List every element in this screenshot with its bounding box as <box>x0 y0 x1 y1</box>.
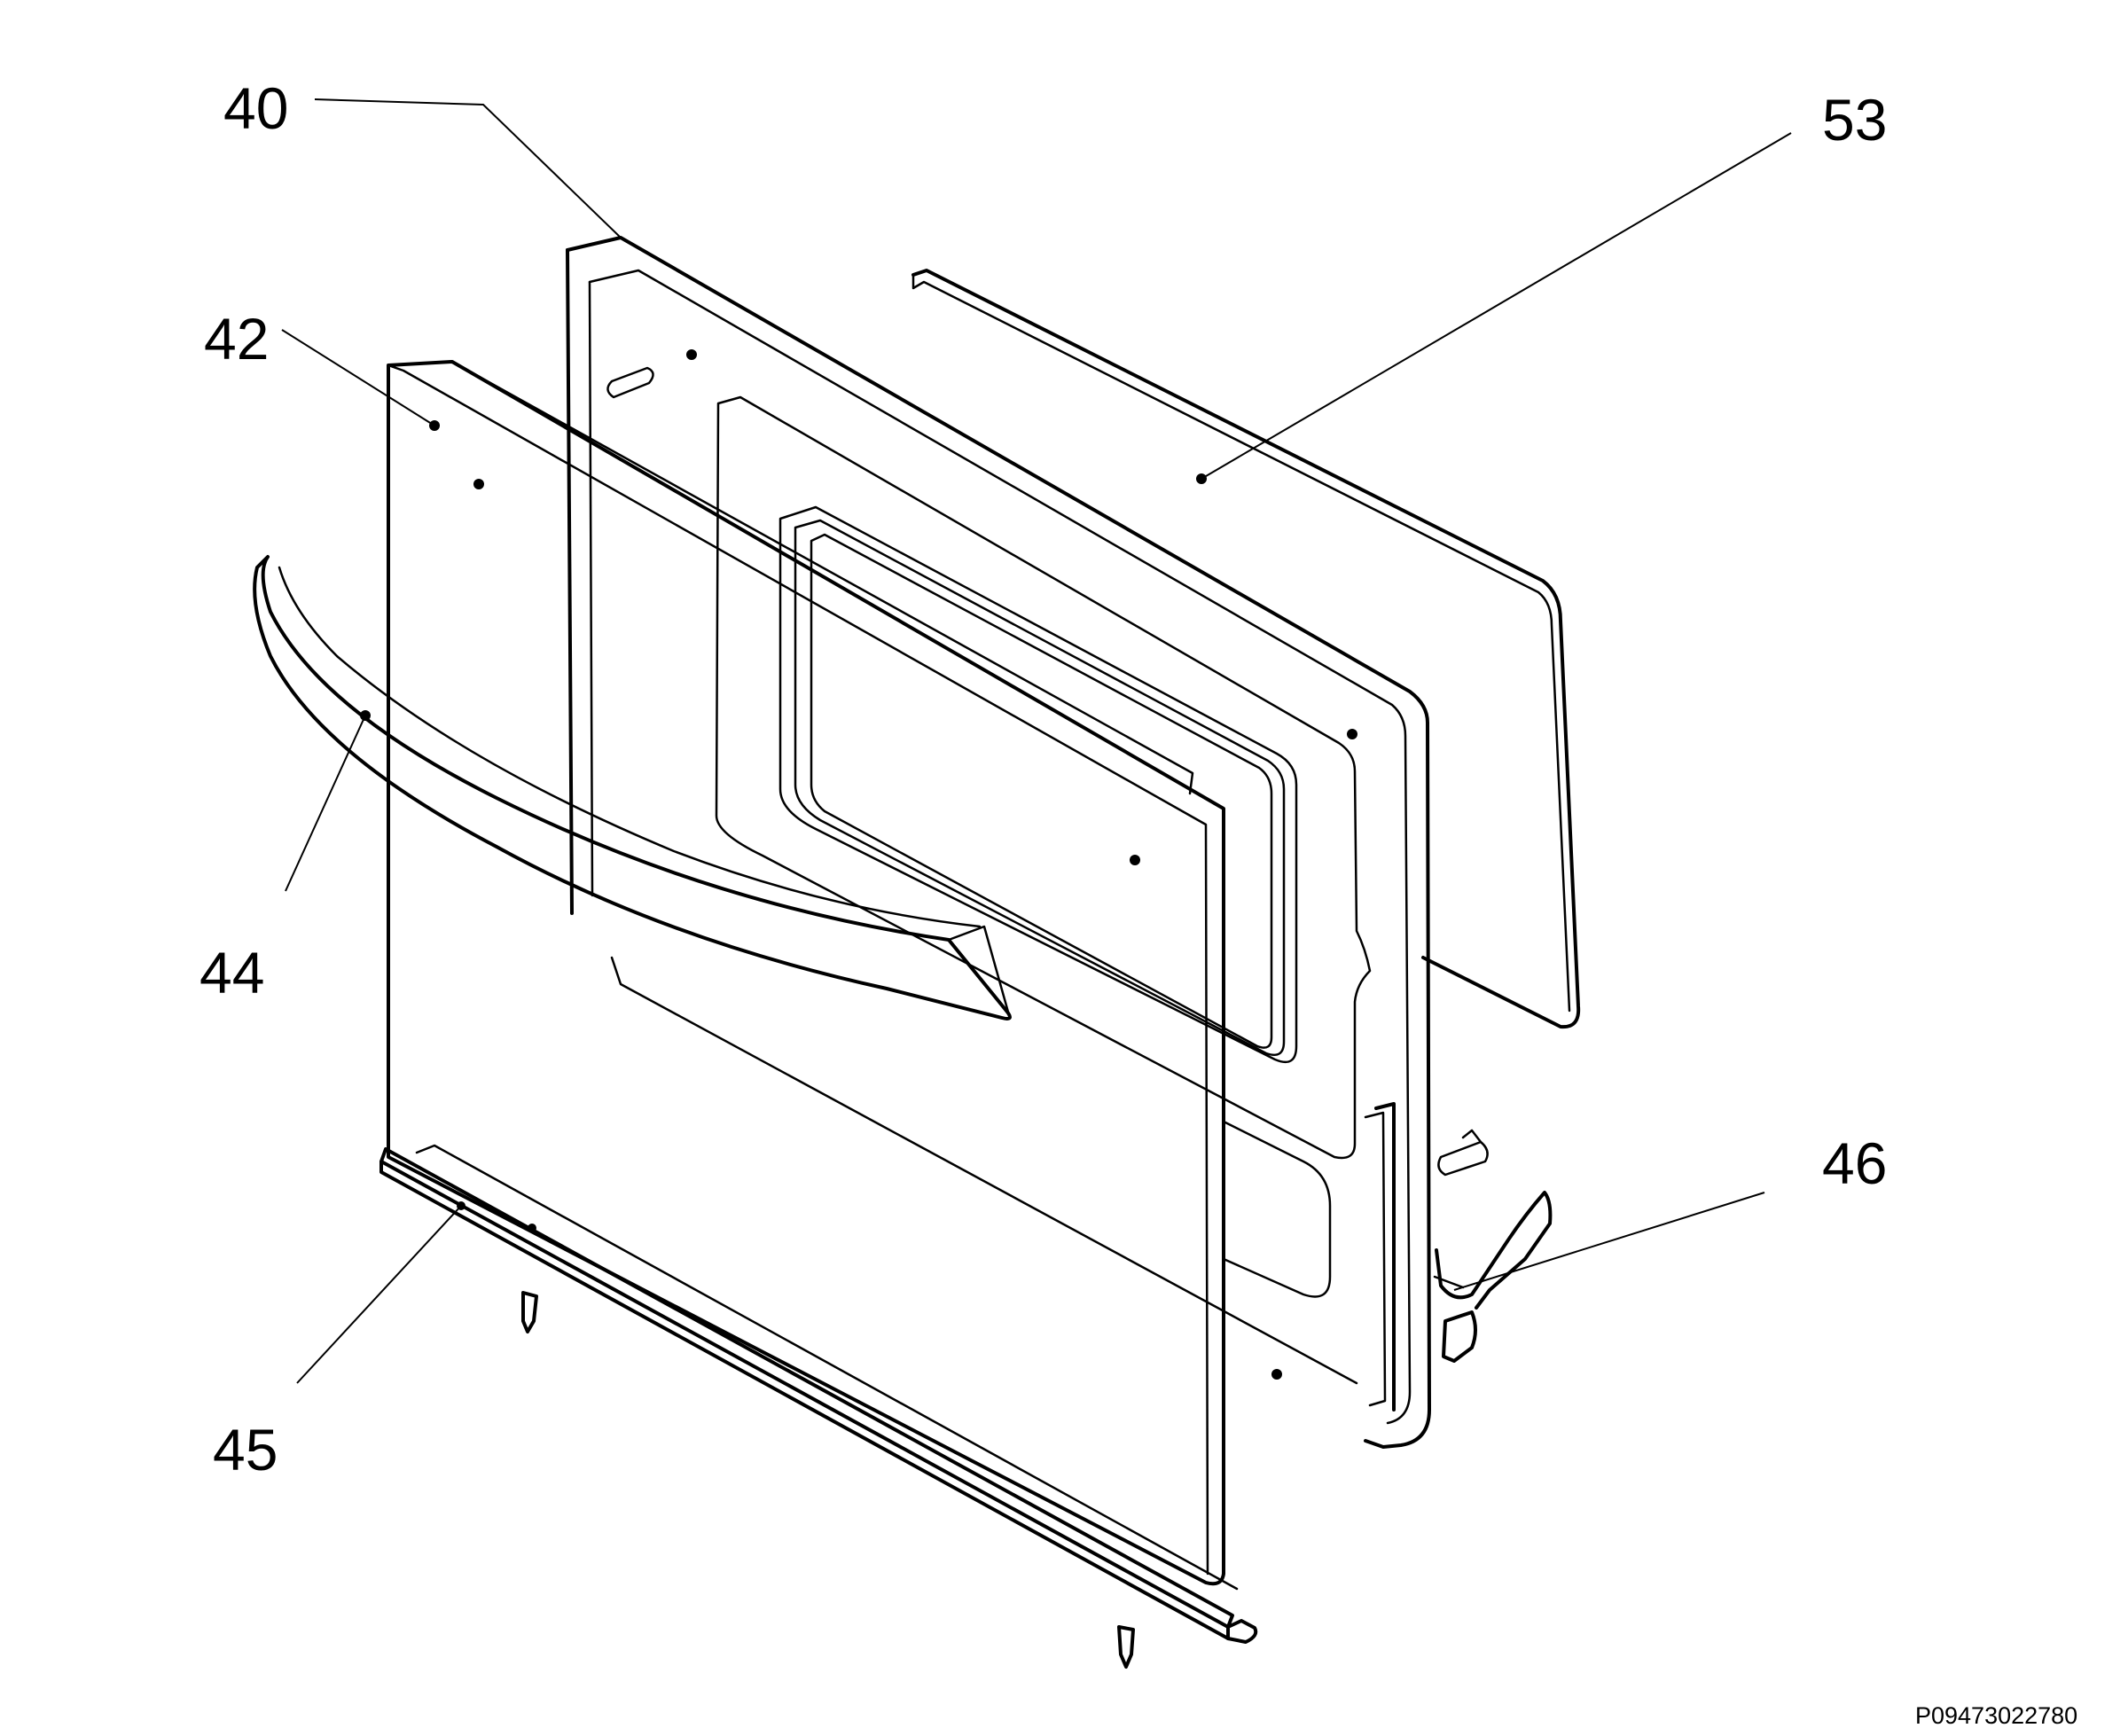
lower-screw-left <box>521 1291 538 1333</box>
leader-line-40 <box>314 98 622 239</box>
inner-glass-window <box>778 505 1298 1064</box>
callout-42: 42 <box>204 306 269 371</box>
callout-53: 53 <box>1822 87 1887 152</box>
callout-45: 45 <box>213 1417 278 1482</box>
outer-glass-panel <box>387 360 1225 1586</box>
door-hinge <box>1433 1191 1553 1363</box>
leader-line-46 <box>1453 1192 1765 1291</box>
hinge-bolt <box>1437 1129 1489 1177</box>
callout-40: 40 <box>223 75 288 141</box>
callout-44: 44 <box>200 940 264 1005</box>
leader-line-42 <box>281 329 435 426</box>
callout-46: 46 <box>1822 1130 1887 1196</box>
bottom-trim-strip <box>379 1144 1258 1644</box>
leader-line-44 <box>285 715 366 892</box>
drawing-code: P09473022780 <box>1915 1702 2077 1729</box>
inner-door-frame <box>566 236 1431 1449</box>
leader-line-53 <box>1201 132 1792 480</box>
leader-line-45 <box>296 1205 462 1384</box>
door-handle <box>253 555 1012 1020</box>
lower-screw-right <box>1117 1625 1135 1669</box>
